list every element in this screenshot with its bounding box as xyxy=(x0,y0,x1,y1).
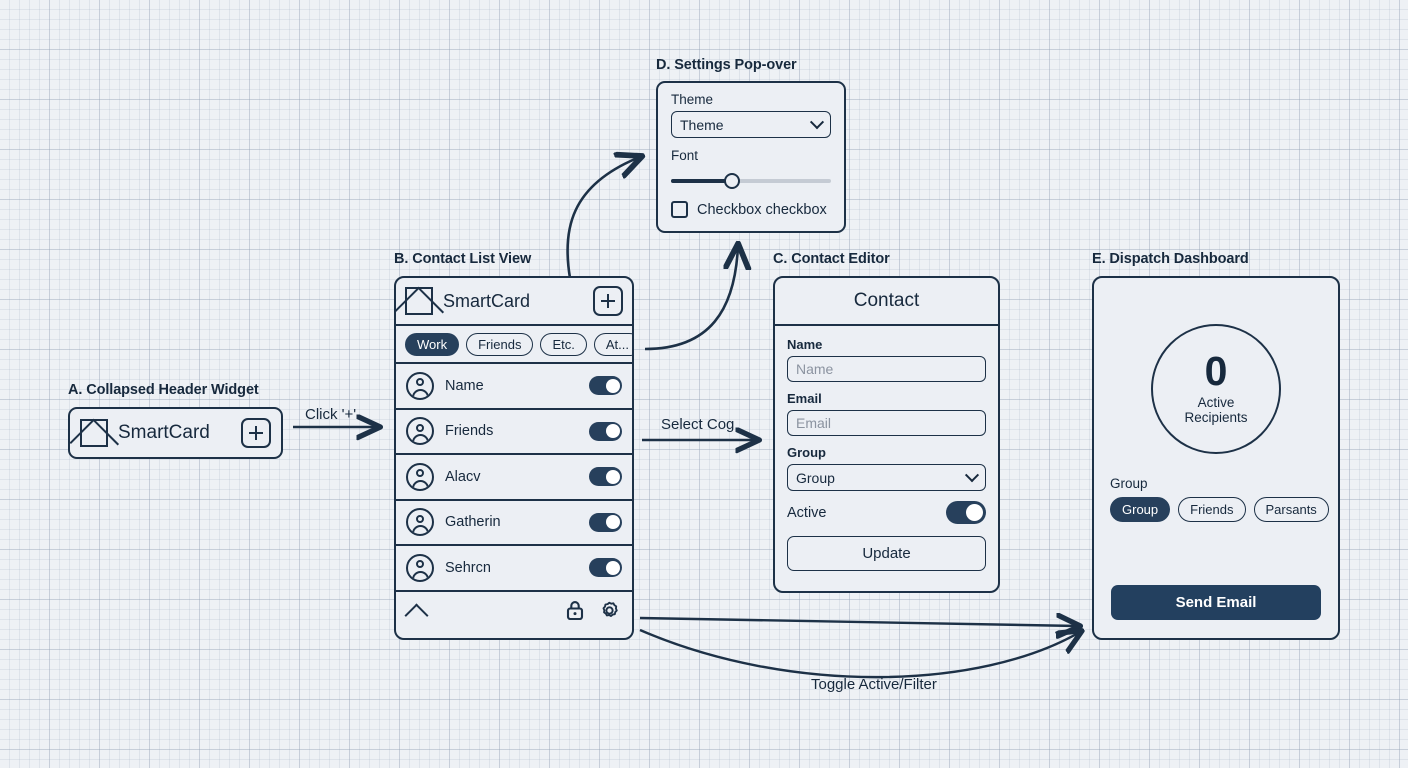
contact-active-toggle[interactable] xyxy=(589,467,622,487)
update-button[interactable]: Update xyxy=(787,536,986,571)
theme-select[interactable]: Theme xyxy=(671,111,831,138)
panel-b-brand: SmartCard xyxy=(443,290,531,311)
smartcard-logo-icon xyxy=(80,419,108,447)
group-select-value: Group xyxy=(796,469,835,486)
font-label: Font xyxy=(671,148,699,163)
caption-b: B. Contact List View xyxy=(394,251,532,267)
checkbox-label: Checkbox checkbox xyxy=(697,201,827,218)
tag-chip-at[interactable]: At... xyxy=(593,332,632,356)
settings-popover: Theme Theme Font Checkbox checkbox xyxy=(656,81,846,233)
contact-active-toggle[interactable] xyxy=(589,558,622,578)
name-label: Name xyxy=(787,337,823,352)
contact-row[interactable]: Alacv xyxy=(396,455,632,501)
contact-name: Sehrcn xyxy=(445,559,491,576)
edge-toggle-filter xyxy=(639,630,1080,679)
contact-row[interactable]: Sehrcn xyxy=(396,546,632,592)
dashboard-group-chips: Group Friends Parsants xyxy=(1110,497,1329,522)
active-toggle[interactable] xyxy=(946,501,986,524)
edge-label-click-plus: Click '+' xyxy=(305,406,357,423)
active-recipients-count: 0 xyxy=(1204,348,1228,395)
contact-row[interactable]: Gatherin xyxy=(396,501,632,546)
checkbox-row[interactable]: Checkbox checkbox xyxy=(671,201,831,218)
email-field[interactable]: Email xyxy=(787,410,986,436)
contact-active-toggle[interactable] xyxy=(589,512,622,532)
chevron-down-icon xyxy=(964,467,980,482)
contact-row[interactable]: Friends xyxy=(396,410,632,455)
group-chip-group[interactable]: Group xyxy=(1110,497,1171,522)
widget-a-brand: SmartCard xyxy=(118,422,210,443)
gear-icon[interactable] xyxy=(599,600,620,626)
contact-list-view: SmartCard Work Friends Etc. At... Name F… xyxy=(394,276,634,640)
tag-chip-work[interactable]: Work xyxy=(405,332,460,356)
avatar-icon xyxy=(406,462,434,491)
send-email-button[interactable]: Send Email xyxy=(1111,585,1321,620)
contact-active-toggle[interactable] xyxy=(589,376,622,396)
edge-chips-to-d xyxy=(644,246,738,351)
caption-a: A. Collapsed Header Widget xyxy=(68,382,259,398)
gauge-caption-line1: Active xyxy=(1197,394,1235,410)
caption-e: E. Dispatch Dashboard xyxy=(1092,251,1249,267)
avatar-icon xyxy=(406,417,434,446)
chevron-up-icon[interactable] xyxy=(404,603,429,628)
dispatch-dashboard: 0 Active Recipients Group Group Friends … xyxy=(1092,276,1340,640)
email-label: Email xyxy=(787,391,822,406)
caption-d: D. Settings Pop-over xyxy=(656,57,797,73)
slider-knob[interactable] xyxy=(723,173,740,189)
edge-label-toggle-filter: Toggle Active/Filter xyxy=(811,676,937,693)
add-contact-button[interactable] xyxy=(593,286,623,316)
contact-list-footer xyxy=(396,592,632,635)
group-label: Group xyxy=(787,445,826,460)
slider-track xyxy=(671,179,831,183)
caption-c: C. Contact Editor xyxy=(773,251,890,267)
checkbox-input[interactable] xyxy=(671,201,688,218)
smartcard-logo-icon xyxy=(405,287,433,315)
theme-label: Theme xyxy=(671,92,714,107)
chevron-down-icon xyxy=(809,114,825,129)
theme-select-value: Theme xyxy=(680,116,724,133)
slider-fill xyxy=(671,179,732,183)
dashboard-group-label: Group xyxy=(1110,476,1148,491)
contact-name: Friends xyxy=(445,423,494,440)
collapsed-header-widget[interactable]: SmartCard xyxy=(68,407,283,459)
contact-row[interactable]: Name xyxy=(396,364,632,410)
avatar-icon xyxy=(406,371,434,400)
active-label: Active xyxy=(787,504,827,521)
contact-list-header: SmartCard xyxy=(396,278,632,326)
active-recipients-caption: Active Recipients xyxy=(1184,395,1247,426)
group-chip-parsants[interactable]: Parsants xyxy=(1253,497,1329,522)
tag-filter-bar: Work Friends Etc. At... xyxy=(396,326,632,364)
add-contact-button[interactable] xyxy=(241,418,271,448)
font-size-slider[interactable] xyxy=(671,173,831,189)
contact-active-toggle[interactable] xyxy=(589,421,622,441)
edge-b-to-e xyxy=(639,618,1078,626)
tag-chip-etc[interactable]: Etc. xyxy=(540,332,587,356)
contact-editor-title: Contact xyxy=(775,278,998,326)
edge-b-to-d xyxy=(566,157,640,279)
tag-chip-friends[interactable]: Friends xyxy=(466,332,534,356)
lock-icon[interactable] xyxy=(565,600,585,626)
avatar-icon xyxy=(406,553,434,582)
contact-editor: Contact Name Name Email Email Group Grou… xyxy=(773,276,1000,593)
contact-name: Gatherin xyxy=(445,514,501,531)
avatar-icon xyxy=(406,508,434,537)
contact-name: Alacv xyxy=(445,468,481,485)
group-chip-friends[interactable]: Friends xyxy=(1178,497,1246,522)
contact-name: Name xyxy=(445,377,484,394)
edge-label-select-cog: Select Cog xyxy=(661,416,735,433)
active-row: Active xyxy=(787,501,986,524)
group-select[interactable]: Group xyxy=(787,464,986,491)
name-field[interactable]: Name xyxy=(787,356,986,382)
active-recipients-gauge: 0 Active Recipients xyxy=(1151,324,1281,454)
gauge-caption-line2: Recipients xyxy=(1184,410,1248,426)
